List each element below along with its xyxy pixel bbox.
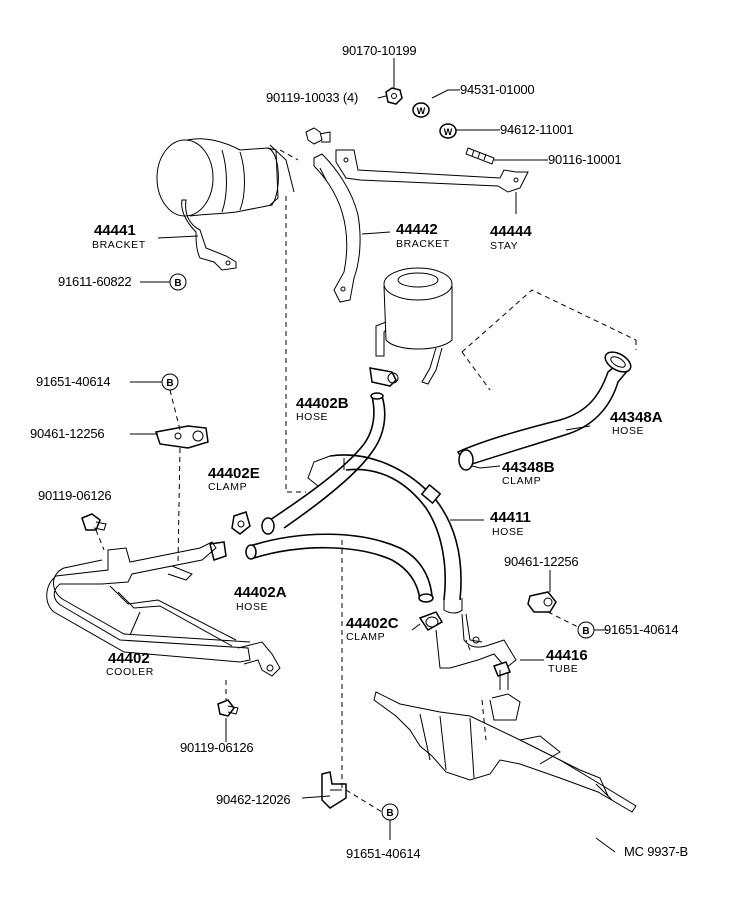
bolt-90119-06126-top-icon	[81, 513, 107, 531]
power-steering-pump-illustration	[156, 138, 295, 217]
label-44442-name: BRACKET	[396, 238, 450, 250]
steering-gear-illustration	[373, 670, 637, 813]
label-44402b-name: HOSE	[296, 411, 328, 423]
marker-b-letter: B	[386, 808, 393, 819]
label-44402b: 44402B	[296, 395, 349, 412]
label-44441: 44441	[94, 222, 136, 239]
clip-90462-12026-icon	[321, 771, 347, 809]
dashed-leader-lines	[95, 149, 487, 813]
label-94612-11001: 94612-11001	[500, 122, 573, 137]
solid-leader-lines	[129, 58, 616, 853]
clamp-44402c-icon	[418, 611, 444, 631]
washer-94612-11001-icon: W	[439, 123, 457, 139]
nut-90170-10199-icon	[385, 87, 403, 105]
bolt-90119-06126-bottom-icon	[217, 699, 239, 717]
clamp-90461-12256-left-icon	[155, 425, 209, 449]
label-44348b-name: CLAMP	[502, 475, 541, 487]
marker-b-91611: B	[169, 273, 187, 291]
label-44441-name: BRACKET	[92, 239, 146, 251]
label-90119-10033: 90119-10033 (4)	[266, 90, 358, 105]
hose-44402b-illustration	[261, 392, 386, 535]
marker-b-letter: B	[166, 378, 173, 389]
label-44402a-name: HOSE	[236, 601, 268, 613]
label-44348a: 44348A	[610, 409, 663, 426]
label-44348a-name: HOSE	[612, 425, 644, 437]
label-44402c-name: CLAMP	[346, 631, 385, 643]
label-90461-12256-right: 90461-12256	[504, 554, 578, 569]
stay-44444-illustration	[335, 149, 529, 193]
cooler-44402-illustration	[46, 541, 281, 677]
dashed-box-hose-44348a	[461, 289, 637, 391]
label-90116-10001: 90116-10001	[548, 152, 621, 167]
label-44402e-name: CLAMP	[208, 481, 247, 493]
label-44444: 44444	[490, 223, 532, 240]
label-44402a: 44402A	[234, 584, 287, 601]
label-44442: 44442	[396, 221, 438, 238]
label-44444-name: STAY	[490, 240, 518, 252]
label-44402e: 44402E	[208, 465, 260, 482]
marker-b-91651-bottom: B	[381, 803, 399, 821]
bracket-44442-illustration	[313, 153, 361, 303]
label-91651-40614-bottom: 91651-40614	[346, 846, 420, 861]
washer-w-letter: W	[417, 106, 426, 116]
label-91651-40614-right: 91651-40614	[604, 622, 678, 637]
part-labels: 90170-10199 90119-10033 (4) 94531-01000 …	[30, 43, 688, 861]
diagram-reference-code: MC 9937-B	[624, 844, 688, 859]
washer-w-letter: W	[444, 127, 453, 137]
label-90119-06126-top: 90119-06126	[38, 488, 111, 503]
label-44402c: 44402C	[346, 615, 399, 632]
stud-90116-10001-icon	[465, 147, 495, 165]
label-90462-12026: 90462-12026	[216, 792, 290, 807]
label-44402-name: COOLER	[106, 666, 154, 678]
marker-b-letter: B	[582, 626, 589, 637]
label-91611-60822: 91611-60822	[58, 274, 131, 289]
bracket-44441-illustration	[181, 199, 237, 271]
marker-b-91651-right: B	[577, 621, 595, 639]
label-44348b: 44348B	[502, 459, 555, 476]
clamp-44402e-icon	[209, 511, 251, 561]
reservoir-tank-illustration	[369, 267, 453, 387]
label-94531-01000: 94531-01000	[460, 82, 534, 97]
label-90461-12256-left: 90461-12256	[30, 426, 104, 441]
label-44411: 44411	[490, 509, 531, 526]
marker-b-91651-left: B	[161, 373, 179, 391]
hose-44348a-illustration	[456, 351, 632, 467]
label-44411-name: HOSE	[492, 526, 524, 538]
clamp-90461-12256-right-icon	[527, 591, 581, 629]
label-90170-10199: 90170-10199	[342, 43, 416, 58]
hose-44411-illustration	[329, 454, 463, 614]
clamp-44348b-icon	[458, 449, 481, 471]
washer-94531-01000-icon: W	[412, 102, 430, 118]
label-44416-name: TUBE	[548, 663, 578, 675]
label-44416: 44416	[546, 647, 588, 664]
label-91651-40614-left: 91651-40614	[36, 374, 110, 389]
marker-b-letter: B	[174, 278, 181, 289]
label-44402: 44402	[108, 650, 150, 667]
tube-44416-illustration	[435, 613, 517, 677]
label-90119-06126-bottom: 90119-06126	[180, 740, 253, 755]
hose-44402a-illustration	[245, 533, 434, 603]
bolt-90119-10033-icon	[305, 127, 331, 145]
